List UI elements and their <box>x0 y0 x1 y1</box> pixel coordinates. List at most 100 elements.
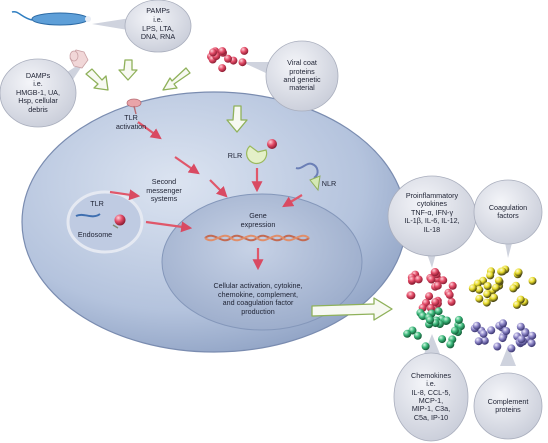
complement-molecule <box>499 319 507 328</box>
endosome <box>66 190 144 254</box>
coagulation-molecule <box>512 300 521 309</box>
chemokine-molecule <box>434 307 443 316</box>
chemokines-bubble <box>393 334 469 442</box>
endosome-tlr-label: TLR <box>90 199 104 208</box>
coagulation-molecule <box>483 290 492 299</box>
tlr-receptor-icon <box>126 98 142 115</box>
chemokine-molecule <box>456 322 465 331</box>
dna-strand <box>204 234 310 242</box>
arrow-tlr-down <box>137 121 162 140</box>
coagulation-molecule <box>486 271 495 280</box>
complement-molecule <box>507 344 516 353</box>
viral-outline-arrow-left <box>162 67 191 91</box>
nlr-receptor-icon <box>295 162 321 192</box>
cytokine-cluster <box>406 268 457 312</box>
complement-cluster <box>470 319 537 353</box>
coagulation-molecule <box>528 276 537 285</box>
proinflammatory-label: Proinflammatory cytokines TNF-α, IFN-γ I… <box>404 190 460 234</box>
coagulation-molecule <box>494 276 503 285</box>
proinflammatory-bubble <box>387 175 477 268</box>
complement-molecule <box>528 331 537 340</box>
coagulation-molecule <box>482 298 491 307</box>
tlr-activation-label: TLR activation <box>115 113 147 131</box>
cytokine-molecule <box>447 297 456 306</box>
virus-particle <box>238 58 247 67</box>
virus-particle <box>218 47 227 56</box>
coagulation-molecule <box>490 293 498 302</box>
chemokine-molecule <box>413 331 422 340</box>
cytokine-molecule <box>425 292 434 301</box>
virus-particle <box>209 48 217 57</box>
endosome-tlr-icon <box>75 213 126 229</box>
rlr-receptor-icon <box>246 139 277 165</box>
chemokine-molecule <box>418 312 427 321</box>
coagulation-molecule <box>483 282 492 290</box>
arrow-left-mid <box>109 189 141 201</box>
coagulation-label: Coagulation factors <box>488 202 528 220</box>
complement-molecule <box>517 335 526 344</box>
complement-molecule <box>493 342 502 351</box>
cytokine-molecule <box>427 275 436 284</box>
coagulation-cluster <box>468 265 537 309</box>
cytokine-molecule <box>439 276 448 285</box>
complement-molecule <box>521 328 530 337</box>
arrow-nlr <box>282 194 303 208</box>
second-messenger-label: Second messenger systems <box>146 177 182 204</box>
chemokine-molecule <box>450 326 459 335</box>
complement-label: Complement proteins <box>487 396 529 414</box>
arrow-second-1 <box>174 156 200 175</box>
bacterium-icon <box>11 10 91 26</box>
coagulation-molecule <box>468 284 477 293</box>
complement-molecule <box>527 339 536 348</box>
complement-molecule <box>472 321 481 330</box>
damp-debris-icon <box>69 49 89 69</box>
complement-molecule <box>498 334 507 343</box>
arrow-second-2 <box>209 179 228 198</box>
complement-molecule <box>502 327 511 335</box>
coagulation-molecule <box>491 283 500 292</box>
coagulation-molecule <box>509 284 518 293</box>
output-outline-arrow <box>311 297 393 321</box>
complement-molecule <box>487 326 496 335</box>
pamps-outline-arrow <box>118 59 138 81</box>
cellular-activation-label: Cellular activation, cytokine, chemokine… <box>213 281 303 316</box>
chemokine-molecule <box>454 315 463 324</box>
complement-molecule <box>516 322 525 331</box>
rlr-label: RLR <box>227 151 243 160</box>
viral-bubble <box>242 40 339 112</box>
cytokine-molecule <box>407 291 416 300</box>
cytokine-molecule <box>448 281 457 290</box>
nlr-label: NLR <box>321 179 337 188</box>
virus-particle <box>218 64 227 73</box>
cytokine-molecule <box>431 298 440 307</box>
chemokine-molecule <box>438 335 447 344</box>
cytokine-molecule <box>408 276 417 285</box>
chemokine-molecule <box>403 329 412 338</box>
complement-bubble <box>473 346 543 440</box>
coagulation-molecule <box>475 285 484 294</box>
cytokine-molecule <box>414 275 423 284</box>
chemokine-molecule <box>421 342 430 351</box>
complement-molecule <box>474 337 483 346</box>
arrow-endosome <box>145 220 193 233</box>
pamps-title-label: PAMPs <box>146 5 170 15</box>
virus-cluster-icon <box>207 46 249 73</box>
chemokine-molecule <box>442 316 451 325</box>
cytokine-molecule <box>445 290 454 299</box>
virus-particle <box>240 46 249 55</box>
cytokine-molecule <box>431 268 440 276</box>
coagulation-molecule <box>514 268 523 277</box>
gene-expression-label: Gene expression <box>240 211 276 229</box>
virus-particle <box>224 54 232 63</box>
coagulation-molecule <box>475 294 484 303</box>
complement-molecule <box>479 329 488 338</box>
pamps-bubble <box>92 0 192 53</box>
chemokine-cluster <box>403 307 465 351</box>
coagulation-molecule <box>498 267 507 276</box>
chemokine-molecule <box>446 340 455 349</box>
viral-label: Viral coat proteins and genetic material <box>283 58 321 93</box>
chemokine-molecule <box>426 316 434 325</box>
viral-outline-arrow-down <box>226 105 248 133</box>
damps-outline-arrow <box>85 68 109 91</box>
